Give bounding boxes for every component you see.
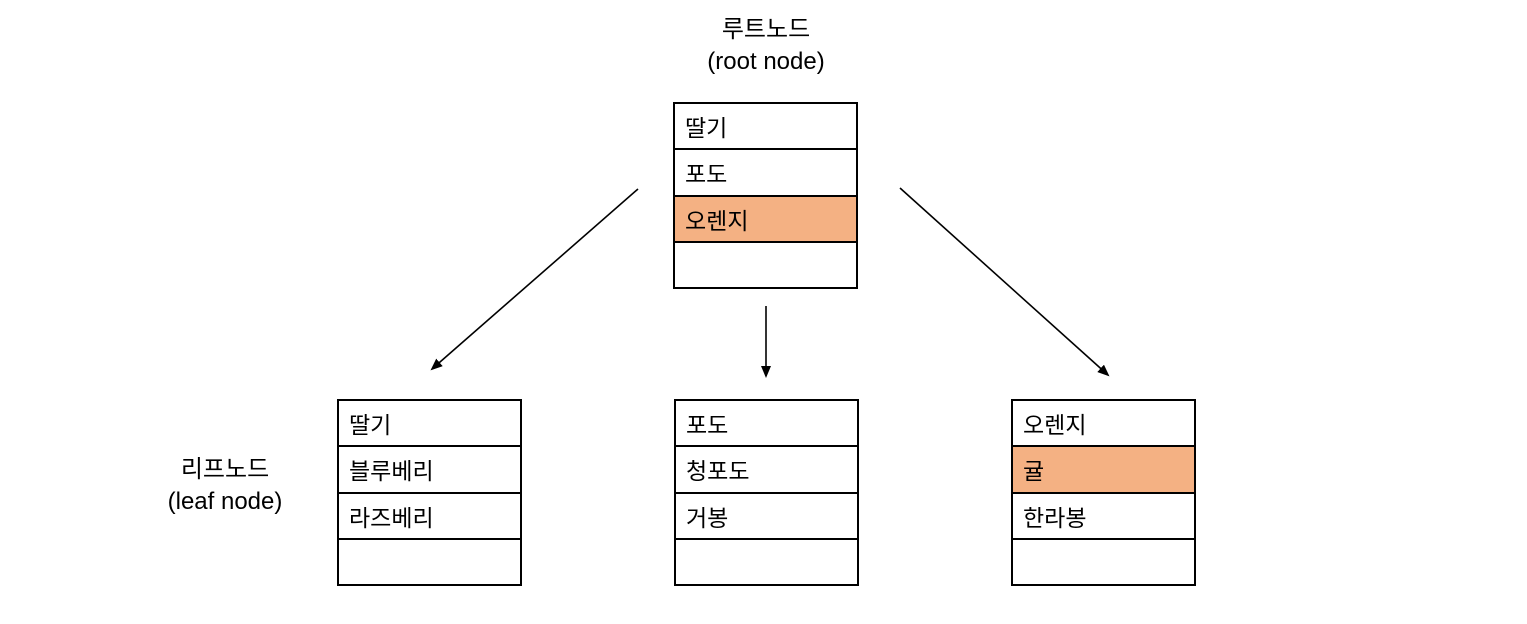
table-cell	[1013, 540, 1194, 584]
leaf-node-label-english: (leaf node)	[167, 487, 283, 515]
table-cell: 라즈베리	[339, 494, 520, 540]
table-cell	[339, 540, 520, 584]
leaf-node-label-korean: 리프노드	[180, 456, 270, 483]
root-node-label: 루트노드 (root node)	[641, 14, 891, 77]
table-cell: 블루베리	[339, 447, 520, 494]
table-cell: 딸기	[675, 104, 856, 151]
table-cell	[675, 243, 856, 287]
leaf-node-table-3: 오렌지 귤 한라봉	[1011, 399, 1196, 586]
table-cell: 거봉	[676, 494, 857, 540]
root-node-table: 딸기 포도 오렌지	[673, 102, 858, 289]
root-node-label-korean: 루트노드	[721, 16, 811, 43]
table-cell: 귤	[1013, 447, 1194, 494]
table-cell: 포도	[675, 150, 856, 197]
table-cell: 오렌지	[1013, 401, 1194, 448]
leaf-node-label: 리프노드 (leaf node)	[114, 454, 336, 517]
table-cell	[676, 540, 857, 584]
table-cell: 한라봉	[1013, 494, 1194, 540]
arrow-root-to-leaf3	[899, 187, 1110, 377]
arrow-root-to-leaf1	[430, 188, 639, 371]
leaf-node-table-1: 딸기 블루베리 라즈베리	[337, 399, 522, 586]
table-cell: 딸기	[339, 401, 520, 448]
leaf-node-table-2: 포도 청포도 거봉	[674, 399, 859, 586]
table-cell: 청포도	[676, 447, 857, 494]
table-cell: 오렌지	[675, 196, 856, 243]
table-cell: 포도	[676, 401, 857, 448]
root-node-label-english: (root node)	[707, 47, 825, 75]
